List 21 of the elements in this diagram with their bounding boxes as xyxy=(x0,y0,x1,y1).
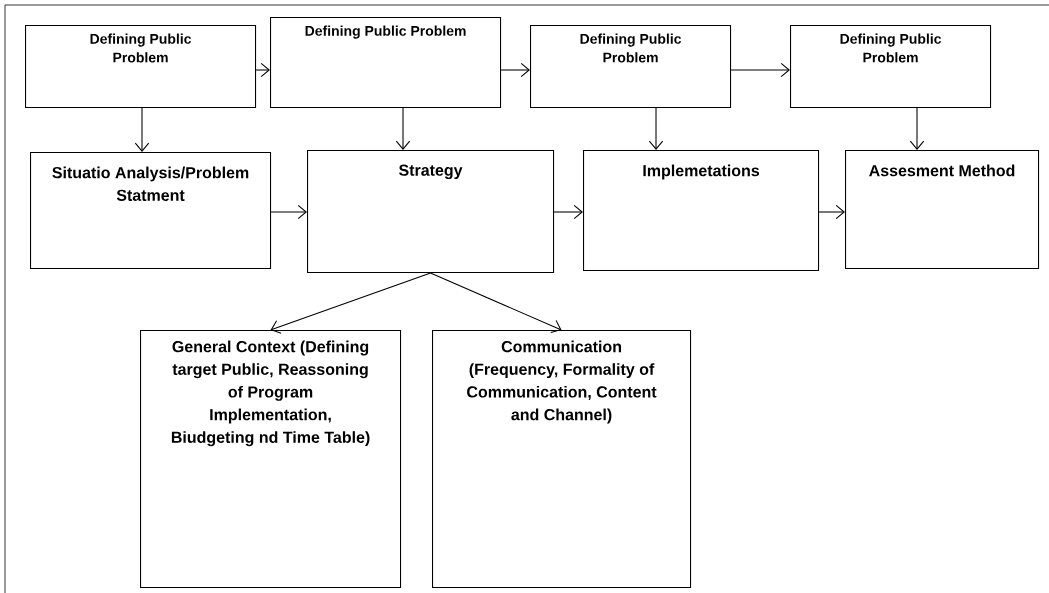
process-box: Defining Public Problem xyxy=(790,25,992,109)
arrow xyxy=(500,62,530,78)
process-box: Defining Public Problem xyxy=(25,25,257,109)
arrow xyxy=(909,106,925,150)
arrow xyxy=(730,62,790,78)
process-box: Assesment Method xyxy=(845,150,1040,270)
arrow xyxy=(270,272,432,334)
arrow xyxy=(553,204,583,220)
process-box: Strategy xyxy=(307,150,555,274)
arrow xyxy=(134,106,150,152)
arrow xyxy=(430,272,562,334)
process-box: Defining Public Problem xyxy=(270,17,502,109)
process-box: Defining Public Problem xyxy=(530,25,732,109)
process-box: Communication (Frequency, Formality of Communication, Content and Channel) xyxy=(432,330,692,589)
process-box: General Context (Defining target Public, Reassoning of Program Implementation, Biudgeting nd Time Table) xyxy=(140,330,402,589)
arrow xyxy=(648,106,664,150)
arrow xyxy=(818,204,845,220)
process-box: Implemetations xyxy=(583,150,820,272)
arrow xyxy=(395,106,411,150)
process-box: Situatio Analysis/Problem Statment xyxy=(30,152,272,270)
arrow xyxy=(270,204,307,220)
